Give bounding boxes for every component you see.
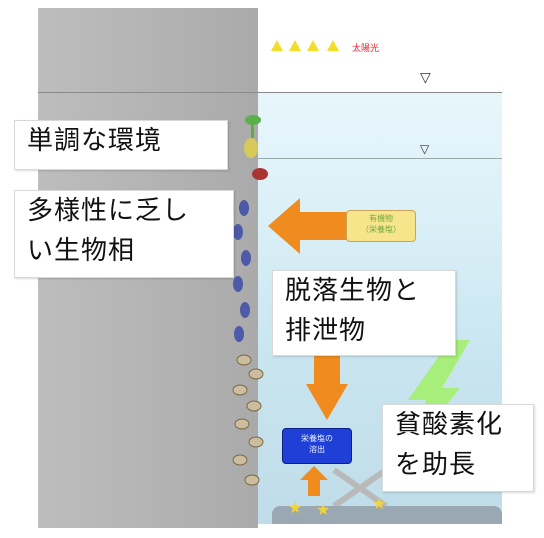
organic-line1: 有機物 <box>369 214 393 223</box>
sun-icon <box>307 40 319 51</box>
detached-organisms-label: 脱落生物と 排泄物 <box>272 270 456 356</box>
water-level-icon: ▽ <box>420 142 430 156</box>
nutrient-release-box: 栄養塩の 溶出 <box>282 428 352 464</box>
label-line1: 多様性に乏し <box>27 196 190 226</box>
star-icon: ★ <box>316 500 331 519</box>
seabed-sediment <box>272 506 502 524</box>
organic-matter-box: 有機物 （栄養塩） <box>346 210 416 242</box>
cross-icon <box>332 467 388 509</box>
label-line1: 脱落生物と <box>285 276 421 306</box>
organic-line2: （栄養塩） <box>361 225 401 234</box>
monotonous-environment-label: 単調な環境 <box>14 120 228 170</box>
sun-icon <box>327 40 339 51</box>
shell-debris-icon <box>232 354 264 486</box>
orange-arrow-up <box>300 466 328 496</box>
water-level-icon: ▽ <box>420 70 431 86</box>
orange-arrow-left <box>268 198 348 254</box>
lower-water-line <box>258 158 502 159</box>
upper-water-line <box>38 92 502 93</box>
seaweed-icon <box>245 115 261 138</box>
star-icon: ★ <box>288 498 303 517</box>
attached-organisms-illustration <box>232 115 268 486</box>
star-icon: ★ <box>372 494 387 513</box>
sunlight-label: 太陽光 <box>352 44 380 54</box>
sun-icon <box>289 40 301 51</box>
mussel-icon <box>244 138 268 180</box>
barnacle-icon <box>233 200 251 342</box>
nutrient-line2: 溶出 <box>309 445 325 454</box>
poor-biota-label: 多様性に乏し い生物相 <box>14 190 234 278</box>
label-line2: 排泄物 <box>285 316 367 346</box>
nutrient-line1: 栄養塩の <box>301 434 333 443</box>
label-text: 単調な環境 <box>27 126 163 156</box>
label-line1: 貧酸素化 <box>395 410 504 440</box>
orange-arrow-down <box>306 348 348 420</box>
label-line2: を助長 <box>395 450 477 480</box>
label-line2: い生物相 <box>27 236 136 266</box>
sun-icon <box>271 40 283 51</box>
anoxia-label: 貧酸素化 を助長 <box>382 404 534 492</box>
